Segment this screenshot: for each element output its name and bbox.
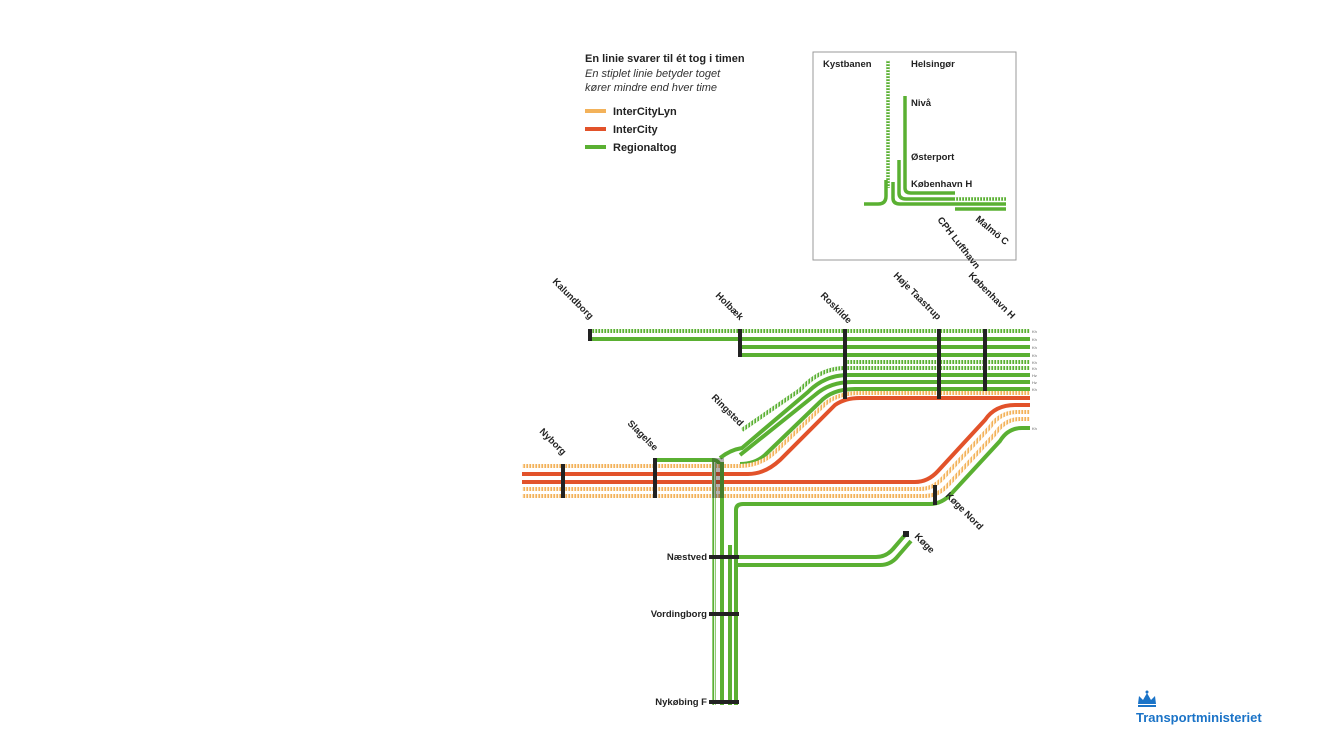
inset-label-helsingor: Helsingør (911, 59, 955, 70)
legend-label-intercity: InterCity (613, 124, 659, 136)
line-intercity-kogenord (522, 403, 1030, 484)
inset-label-kystbanen: Kystbanen (823, 59, 872, 70)
svg-text:Kh: Kh (1032, 353, 1037, 358)
station-label-naestved: Næstved (667, 552, 707, 563)
inset-map: Kystbanen Helsingør Nivå Østerport Køben… (812, 51, 1017, 271)
svg-text:Kh: Kh (1032, 337, 1037, 342)
inset-line-west (864, 180, 888, 206)
station-label-nyborg: Nyborg (537, 426, 568, 457)
svg-text:Kh: Kh (1032, 360, 1037, 365)
svg-text:Kh: Kh (1032, 387, 1037, 392)
line-naestved-koge-1 (736, 533, 907, 559)
inset-line-2 (897, 160, 955, 201)
station-label-slagelse: Slagelse (625, 418, 660, 453)
inset-label-niva: Nivå (911, 98, 932, 109)
line-ringsted-1 (718, 373, 1030, 460)
stop-markers (561, 329, 987, 704)
station-label-koge-nord: Køge Nord (943, 490, 985, 532)
station-label-roskilde: Roskilde (818, 290, 854, 326)
line-icl-roskilde (522, 391, 1030, 468)
svg-text:Kh: Kh (1032, 329, 1037, 334)
line-naestved-koge-2 (736, 539, 913, 567)
crown-icon (1138, 690, 1156, 707)
station-label-hoje-taastrup: Høje Taastrup (891, 270, 943, 322)
svg-text:Kh: Kh (1032, 426, 1037, 431)
legend-label-intercitylyn: InterCityLyn (613, 106, 677, 118)
svg-text:Hz: Hz (1032, 373, 1037, 378)
svg-text:Hz: Hz (1032, 380, 1037, 385)
inset-frame (812, 51, 1017, 261)
svg-text:Kh: Kh (1032, 366, 1037, 371)
legend-title: En linie svarer til ét tog i timen (585, 53, 745, 65)
svg-text:Kh: Kh (1032, 345, 1037, 350)
legend-label-regionaltog: Regionaltog (613, 142, 677, 154)
legend: En linie svarer til ét tog i timen En st… (585, 53, 745, 154)
line-end-codes: Kh Kh Kh Kh Kh Kh Hz Hz Kh Kh (1032, 329, 1037, 431)
legend-subtitle-1: En stiplet linie betyder toget (585, 68, 721, 80)
station-label-vordingborg: Vordingborg (651, 609, 707, 620)
line-icl-kogenord-1 (522, 410, 1030, 491)
line-intercity-roskilde (522, 396, 1030, 476)
line-regional-kogenord (734, 426, 1030, 545)
inset-label-osterport: Østerport (911, 152, 955, 163)
inset-line-3 (903, 96, 955, 195)
station-label-kalundborg: Kalundborg (550, 276, 596, 322)
inset-label-kobenhavn-h: København H (911, 179, 972, 190)
legend-subtitle-2: kører mindre end hver time (585, 82, 717, 94)
inset-line-1 (891, 182, 1006, 206)
station-label-nykobing-f: Nykøbing F (655, 697, 707, 708)
line-ringsted-2 (738, 380, 1030, 457)
line-icl-kogenord-2 (522, 417, 1030, 498)
station-label-koge: Køge (912, 531, 937, 556)
station-label-holbaek: Holbæk (713, 290, 746, 323)
brand-name: Transportministeriet (1136, 710, 1262, 725)
station-label-kobenhavn-h: København H (966, 270, 1017, 321)
station-label-ringsted: Ringsted (709, 392, 746, 429)
network-lines (522, 329, 1030, 705)
